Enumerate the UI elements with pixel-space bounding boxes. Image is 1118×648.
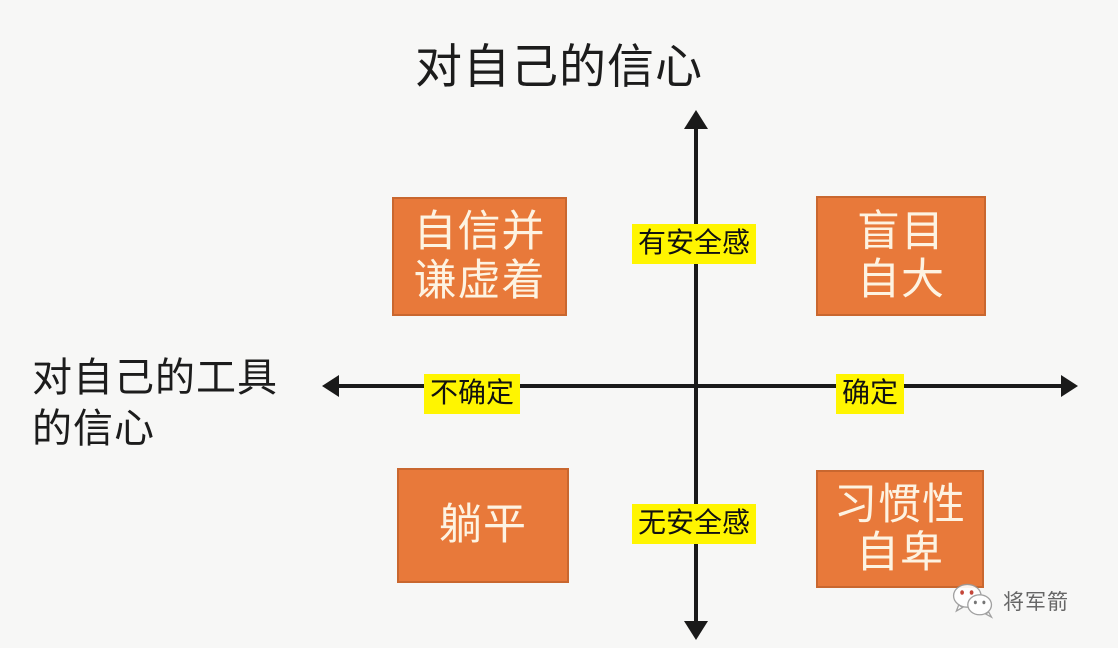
quadrant-box-bottom-right: 习惯性 自卑 (816, 470, 984, 588)
quadrant-box-top-right: 盲目 自大 (816, 196, 986, 316)
wechat-icon (952, 583, 994, 619)
arrow-down-icon (684, 621, 708, 640)
quadrant-label-line: 自大 (857, 255, 945, 305)
quadrant-label-line: 躺平 (439, 500, 527, 551)
quadrant-label-line: 盲目 (857, 206, 945, 257)
horizontal-axis-line (336, 384, 1069, 388)
quadrant-box-bottom-left: 躺平 (397, 468, 569, 583)
x-axis-positive-label: 确定 (836, 374, 905, 415)
x-axis-title-line: 对自己的工具 (32, 355, 278, 401)
y-axis-positive-label: 有安全感 (632, 224, 757, 265)
quadrant-label-line: 谦虚着 (413, 255, 546, 306)
y-axis-negative-label: 无安全感 (632, 504, 757, 545)
watermark-text: 将军箭 (1003, 590, 1069, 614)
arrow-left-icon (322, 375, 339, 397)
arrow-up-icon (684, 110, 708, 129)
x-axis-negative-label: 不确定 (424, 374, 521, 415)
arrow-right-icon (1061, 375, 1078, 397)
quadrant-label-line: 自信并 (413, 207, 546, 258)
x-axis-title-line: 的信心 (32, 406, 155, 453)
vertical-axis-line (694, 124, 698, 629)
watermark: 将军箭 (952, 583, 1069, 619)
quadrant-box-top-left: 自信并 谦虚着 (392, 197, 567, 316)
quadrant-label-line: 习惯性 (834, 479, 966, 530)
quadrant-label-line: 自卑 (856, 528, 944, 578)
page-title: 对自己的信心 (415, 40, 703, 95)
x-axis-title: 对自己的工具 的信心 (32, 353, 278, 455)
